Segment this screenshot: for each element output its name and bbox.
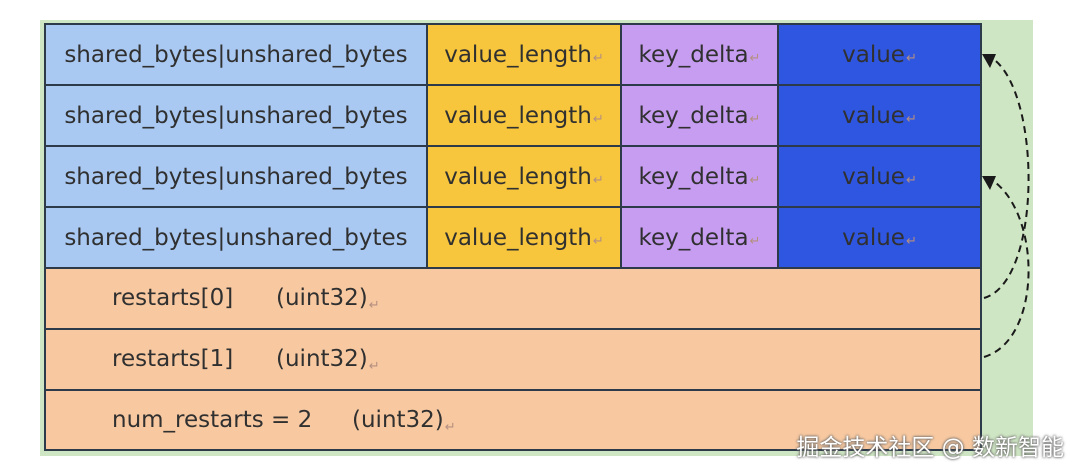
restart-row: restarts[1] (uint32)↵ — [46, 330, 980, 391]
value-text: value — [842, 41, 905, 68]
entry-row: shared_bytes|unshared_bytes value_length… — [46, 86, 980, 147]
key-delta-text: key_delta — [638, 102, 749, 129]
paragraph-mark-icon: ↵ — [905, 112, 917, 127]
value-cell: value↵ — [779, 208, 980, 267]
restart-type: (uint32)↵ — [276, 269, 380, 328]
key-delta-cell: key_delta↵ — [622, 86, 779, 145]
num-restarts-type-text: (uint32) — [352, 407, 444, 433]
paragraph-mark-icon: ↵ — [905, 234, 917, 249]
value-length-cell: value_length↵ — [428, 208, 622, 267]
paragraph-mark-icon: ↵ — [368, 359, 380, 374]
num-restarts-row: num_restarts = 2 (uint32)↵ — [46, 391, 980, 449]
key-delta-cell: key_delta↵ — [622, 208, 779, 267]
shared-unshared-bytes-text: shared_bytes|unshared_bytes — [64, 224, 408, 251]
value-length-text: value_length — [444, 102, 592, 129]
key-delta-text: key_delta — [638, 163, 749, 190]
key-delta-cell: key_delta↵ — [622, 25, 779, 84]
value-cell: value↵ — [779, 25, 980, 84]
key-delta-text: key_delta — [638, 224, 749, 251]
shared-unshared-bytes-text: shared_bytes|unshared_bytes — [64, 102, 408, 129]
restart-row: restarts[0] (uint32)↵ — [46, 269, 980, 330]
restart-type-text: (uint32) — [276, 346, 368, 372]
restart-type: (uint32)↵ — [276, 330, 380, 389]
restart-name: restarts[1] — [112, 346, 234, 372]
block-layout-table: shared_bytes|unshared_bytes value_length… — [44, 23, 982, 451]
key-delta-text: key_delta — [638, 41, 749, 68]
paragraph-mark-icon: ↵ — [749, 173, 761, 188]
value-cell: value↵ — [779, 147, 980, 206]
paragraph-mark-icon: ↵ — [592, 51, 604, 66]
arrowhead-icon — [982, 176, 996, 190]
restart-name: restarts[0] — [112, 285, 234, 311]
shared-unshared-bytes-cell: shared_bytes|unshared_bytes — [46, 147, 428, 206]
value-length-cell: value_length↵ — [428, 86, 622, 145]
value-length-text: value_length — [444, 41, 592, 68]
shared-unshared-bytes-text: shared_bytes|unshared_bytes — [64, 163, 408, 190]
value-length-cell: value_length↵ — [428, 25, 622, 84]
entry-row: shared_bytes|unshared_bytes value_length… — [46, 25, 980, 86]
num-restarts-name: num_restarts = 2 — [112, 407, 313, 433]
paragraph-mark-icon: ↵ — [368, 298, 380, 313]
value-text: value — [842, 224, 905, 251]
value-text: value — [842, 102, 905, 129]
num-restarts-type: (uint32)↵ — [352, 391, 456, 450]
paragraph-mark-icon: ↵ — [905, 173, 917, 188]
value-cell: value↵ — [779, 86, 980, 145]
paragraph-mark-icon: ↵ — [444, 420, 456, 435]
shared-unshared-bytes-cell: shared_bytes|unshared_bytes — [46, 86, 428, 145]
shared-unshared-bytes-cell: shared_bytes|unshared_bytes — [46, 25, 428, 84]
shared-unshared-bytes-text: shared_bytes|unshared_bytes — [64, 41, 408, 68]
key-delta-cell: key_delta↵ — [622, 147, 779, 206]
watermark-text: 掘金技术社区 @ 数新智能 — [796, 435, 1064, 461]
value-length-text: value_length — [444, 163, 592, 190]
paragraph-mark-icon: ↵ — [592, 173, 604, 188]
paragraph-mark-icon: ↵ — [749, 234, 761, 249]
entry-row: shared_bytes|unshared_bytes value_length… — [46, 208, 980, 269]
shared-unshared-bytes-cell: shared_bytes|unshared_bytes — [46, 208, 428, 267]
restart-1-arrow — [983, 179, 1030, 358]
paragraph-mark-icon: ↵ — [749, 112, 761, 127]
paragraph-mark-icon: ↵ — [905, 51, 917, 66]
restart-0-arrow — [983, 57, 1030, 299]
entry-row: shared_bytes|unshared_bytes value_length… — [46, 147, 980, 208]
value-text: value — [842, 163, 905, 190]
arrowhead-icon — [982, 54, 996, 68]
paragraph-mark-icon: ↵ — [592, 234, 604, 249]
value-length-text: value_length — [444, 224, 592, 251]
restart-type-text: (uint32) — [276, 285, 368, 311]
paragraph-mark-icon: ↵ — [592, 112, 604, 127]
paragraph-mark-icon: ↵ — [749, 51, 761, 66]
value-length-cell: value_length↵ — [428, 147, 622, 206]
